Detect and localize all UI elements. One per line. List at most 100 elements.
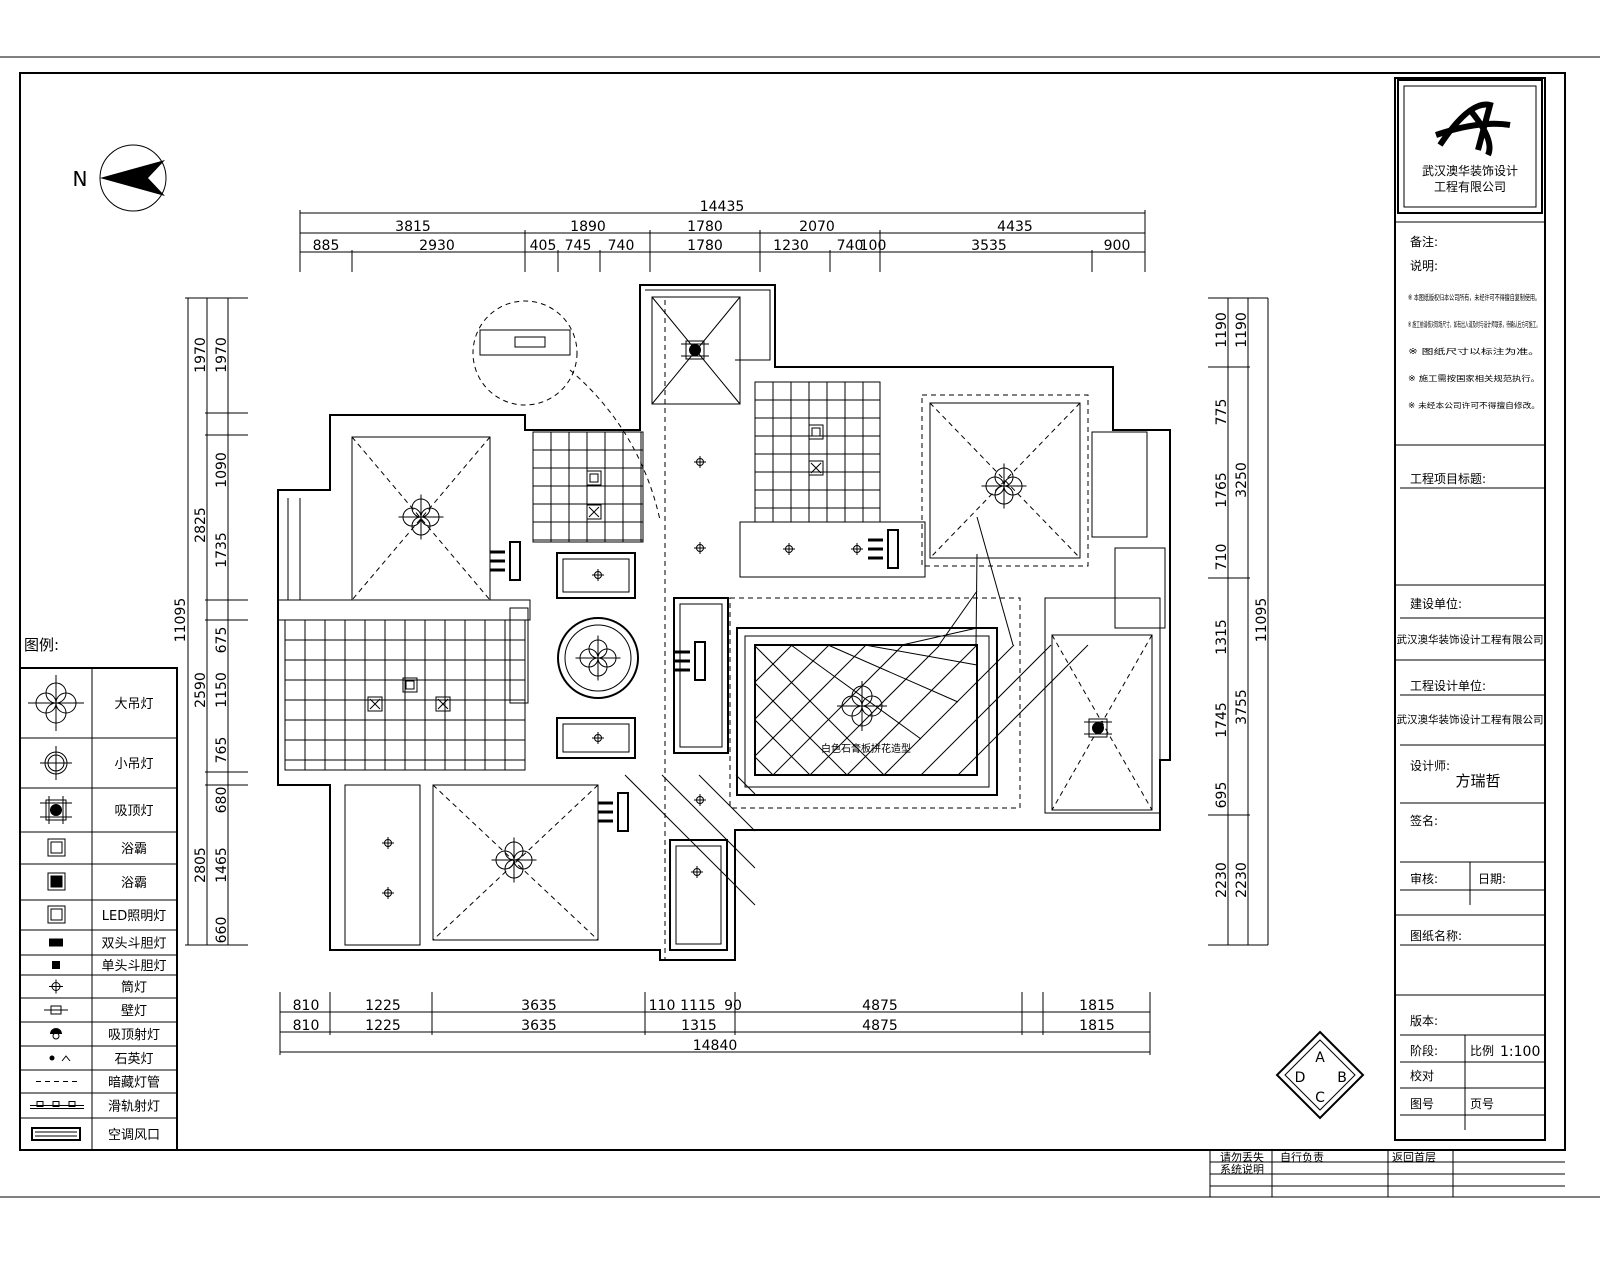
- bath-heater-icon: [808, 424, 824, 440]
- dimension-value: 4435: [997, 219, 1033, 235]
- spot: [52, 1101, 60, 1107]
- legend-label: LED照明灯: [102, 909, 166, 924]
- tile-line: [846, 644, 978, 776]
- box: [586, 504, 602, 520]
- downlight-icon: [851, 543, 863, 555]
- dimension-value: 2230: [1234, 862, 1250, 898]
- svg-text:工程项目标题:: 工程项目标题:: [1410, 471, 1486, 486]
- inner: [811, 427, 821, 437]
- dimension-value: 100: [860, 238, 887, 254]
- single-grille-light-icon: [52, 961, 60, 969]
- svg-text:设计师:: 设计师:: [1410, 759, 1450, 773]
- core: [50, 804, 62, 816]
- svg-text:方瑞哲: 方瑞哲: [1455, 772, 1500, 790]
- inner: [50, 841, 63, 854]
- tile-line: [624, 774, 756, 906]
- vent: [617, 792, 629, 832]
- dimension-value: 1225: [365, 998, 401, 1014]
- legend-table: 大吊灯小吊灯吸顶灯浴霸浴霸LED照明灯双头斗胆灯单头斗胆灯筒灯壁灯吸顶射灯石英灯…: [19, 667, 178, 1151]
- inner: [50, 908, 63, 921]
- dimension-value: 2825: [193, 507, 209, 543]
- tile-line: [735, 774, 756, 795]
- downlight-icon: [694, 456, 706, 468]
- box: [685, 340, 705, 360]
- dimension-value: 675: [214, 627, 230, 654]
- svg-text:C: C: [1315, 1090, 1325, 1106]
- vent: [509, 541, 521, 581]
- box: [1088, 718, 1108, 738]
- dimension-value: 740: [837, 238, 864, 254]
- dimension-value: 1315: [681, 1018, 717, 1034]
- dimension-value: 1090: [214, 452, 230, 488]
- bath-heater-icon: [586, 470, 602, 486]
- dimension-value: 1190: [1234, 312, 1250, 348]
- dimension-value: 2230: [1214, 862, 1230, 898]
- ac-vent-icon: [868, 529, 899, 569]
- downlight-icon: [783, 543, 795, 555]
- led-light-icon: [47, 905, 66, 924]
- downlight-icon: [694, 794, 706, 806]
- tile-line: [809, 644, 941, 776]
- svg-text:请勿丢失: 请勿丢失: [1220, 1151, 1264, 1164]
- box: [45, 799, 67, 821]
- tile-line: [864, 644, 978, 666]
- note-item: ※ 施工需按国家相关规范执行。: [1408, 373, 1540, 383]
- dimension-value: 2070: [799, 219, 835, 235]
- svg-text:A: A: [1315, 1050, 1325, 1066]
- double-grille-light-icon: [49, 938, 63, 947]
- inner: [589, 473, 599, 483]
- box: [435, 696, 451, 712]
- slats: [35, 1131, 77, 1137]
- spot: [68, 1101, 76, 1107]
- svg-text:阶段:: 阶段:: [1410, 1043, 1438, 1058]
- company-logo: [1435, 101, 1511, 157]
- dimension-value: 3635: [521, 1018, 557, 1034]
- svg-text:说明:: 说明:: [1410, 258, 1438, 273]
- legend-label: 大吊灯: [114, 697, 153, 712]
- dimension-value: 745: [565, 238, 592, 254]
- svg-text:自行负责: 自行负责: [1280, 1150, 1324, 1164]
- tile-line: [754, 644, 867, 757]
- light-fixtures: [367, 340, 1112, 899]
- large-chandelier-icon: [28, 675, 84, 731]
- inner: [50, 875, 63, 888]
- dimension-value: 2805: [193, 847, 209, 883]
- dimension-value: 1890: [570, 219, 606, 235]
- dimension-value: 810: [293, 1018, 320, 1034]
- large-chandelier-icon: [491, 837, 537, 883]
- downlight-icon: [382, 837, 394, 849]
- svg-text:图纸名称:: 图纸名称:: [1410, 928, 1462, 943]
- svg-text:版本:: 版本:: [1410, 1014, 1438, 1028]
- north-label: N: [73, 167, 88, 191]
- svg-text:签名:: 签名:: [1410, 813, 1438, 828]
- dimension-value: 740: [608, 238, 635, 254]
- dimension-value: 3535: [971, 238, 1007, 254]
- svg-text:审核:: 审核:: [1410, 871, 1438, 886]
- box: [808, 460, 824, 476]
- dimension-value: 4875: [862, 1018, 898, 1034]
- tile-line: [754, 644, 830, 720]
- tile-line: [976, 516, 1014, 646]
- tile-line: [754, 719, 811, 776]
- legend-label: 壁灯: [121, 1004, 147, 1019]
- section-symbol-icon: A B C D: [1275, 1030, 1365, 1120]
- legend-label: 单头斗胆灯: [101, 959, 166, 974]
- svg-text:B: B: [1337, 1070, 1347, 1086]
- legend-label: 浴霸: [121, 842, 147, 857]
- core: [1092, 722, 1104, 734]
- legend-label: 浴霸: [121, 876, 147, 891]
- spot: [36, 1101, 44, 1107]
- svg-text:系统说明: 系统说明: [1220, 1162, 1264, 1176]
- dimension-value: 14840: [693, 1038, 738, 1054]
- note-item: ※ 本图纸版权归本公司所有，未经许可不得擅自复制使用。: [1408, 292, 1540, 302]
- floor-tiles: [285, 382, 1089, 906]
- tile-line: [920, 644, 1052, 776]
- dimension-value: 3635: [521, 998, 557, 1014]
- bath-heater-icon: [402, 677, 418, 693]
- legend-label: 吸顶射灯: [108, 1027, 160, 1043]
- dimension-value: 1780: [687, 219, 723, 235]
- cross: [28, 675, 84, 731]
- svg-text:校对: 校对: [1410, 1068, 1434, 1083]
- svg-text:返回首层: 返回首层: [1392, 1150, 1436, 1164]
